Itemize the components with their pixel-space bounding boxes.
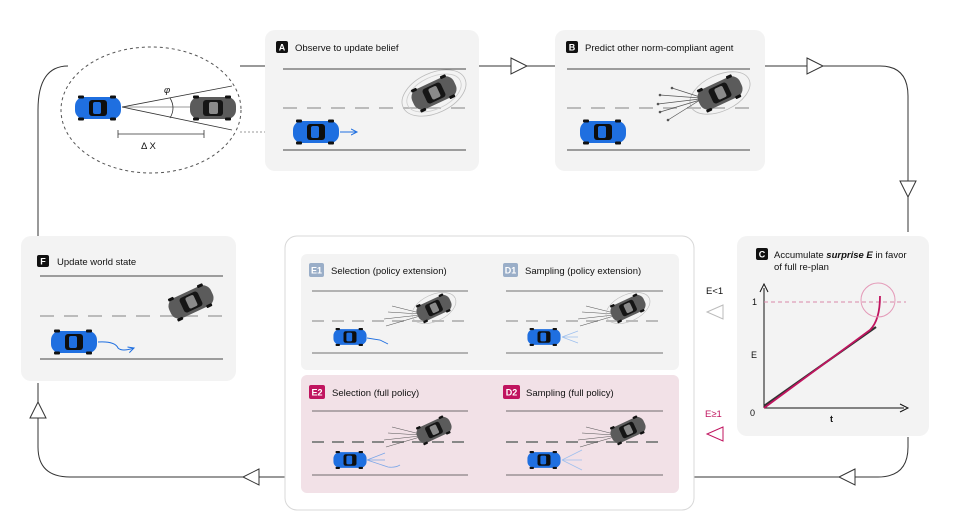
- angle-symbol: φ: [164, 85, 170, 96]
- panel-f: F Update world state: [21, 236, 236, 381]
- badge-f: [37, 255, 49, 267]
- panel-a-title: Observe to update belief: [295, 43, 399, 54]
- panel-a: A Observe to update belief: [265, 30, 479, 171]
- loop-connectors: [37, 65, 909, 478]
- flow-arrow-markers: [29, 57, 917, 486]
- observation-oval: φ Δ X: [60, 46, 242, 174]
- panel-f-title: Update world state: [57, 257, 136, 268]
- panel-c: C Accumulate surprise E in favor of full…: [737, 236, 929, 436]
- svg-text:E1: E1: [311, 266, 322, 276]
- panel-e2: E2 Selection (full policy): [309, 385, 468, 476]
- panel-d1-title: Sampling (policy extension): [525, 266, 641, 277]
- svg-text:C: C: [759, 250, 766, 260]
- panel-d2-title: Sampling (full policy): [526, 388, 614, 399]
- svg-text:B: B: [569, 43, 576, 53]
- badge-a: [276, 41, 288, 53]
- badge-d2: [503, 385, 520, 399]
- panel-d1: D1 Sampling (policy extension): [503, 263, 663, 354]
- panel-c-title-line2: of full re-plan: [774, 262, 829, 273]
- condition-low: E<1: [705, 286, 724, 320]
- badge-b: [566, 41, 578, 53]
- badge-c: [756, 248, 768, 260]
- condition-high-label: E≥1: [705, 409, 722, 420]
- panel-e1: E1 Selection (policy extension): [309, 263, 468, 354]
- svg-text:A: A: [279, 43, 286, 53]
- panel-e1-title: Selection (policy extension): [331, 266, 447, 277]
- badge-d1: [503, 263, 518, 277]
- other-car: [190, 95, 236, 121]
- svg-text:F: F: [40, 257, 46, 267]
- svg-text:D1: D1: [505, 266, 517, 276]
- panel-c-title-line1: Accumulate surprise E in favor: [774, 250, 907, 261]
- x-axis-label: t: [830, 414, 833, 424]
- condition-low-label: E<1: [706, 286, 723, 297]
- panel-d2: D2 Sampling (full policy): [503, 385, 663, 476]
- badge-e1: [309, 263, 324, 277]
- threshold-circle: [860, 282, 896, 318]
- origin-label: 0: [750, 408, 755, 418]
- badge-e2: [309, 385, 325, 399]
- ego-car: [75, 95, 121, 121]
- y-axis-label: E: [751, 350, 757, 360]
- y-tick-1: 1: [752, 297, 757, 307]
- surprise-curve: [763, 295, 881, 409]
- distance-symbol: Δ X: [141, 141, 156, 152]
- policy-container: [284, 235, 695, 511]
- svg-text:D2: D2: [506, 388, 518, 398]
- panel-b: B Predict other norm-compliant agent: [555, 30, 765, 171]
- panel-b-title: Predict other norm-compliant agent: [585, 43, 734, 54]
- svg-text:E2: E2: [311, 388, 322, 398]
- panel-e2-title: Selection (full policy): [332, 388, 419, 399]
- condition-high: E≥1: [705, 409, 724, 442]
